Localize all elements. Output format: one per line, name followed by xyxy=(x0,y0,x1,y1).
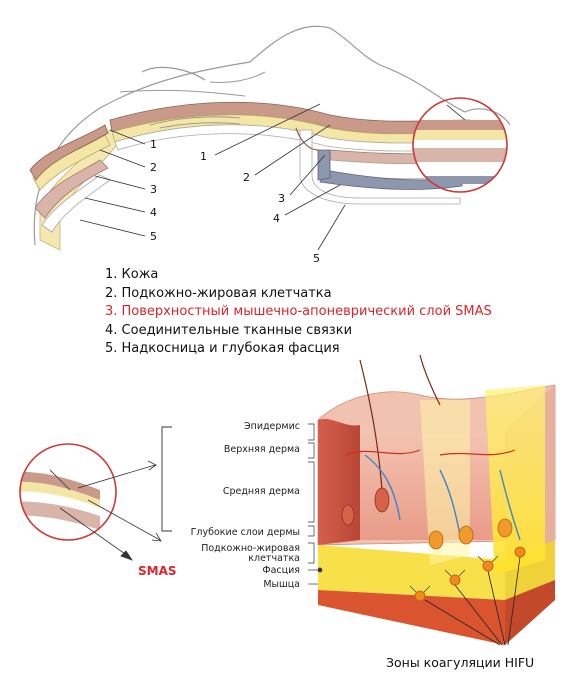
skin-cross-section xyxy=(317,354,556,645)
muscle-layer-front xyxy=(318,590,505,645)
legend-item-3: 3. Поверхностный мышечно-апоневрический … xyxy=(105,304,492,319)
dermis-bracket xyxy=(161,426,172,532)
label-fascia: Фасция xyxy=(262,565,300,576)
legend-item-4: 4. Соединительные тканные связки xyxy=(105,322,353,338)
magnifier-circle-top xyxy=(412,97,508,193)
label-upper-dermis: Верхняя дерма xyxy=(224,444,300,455)
label-muscle: Мышца xyxy=(263,579,300,590)
hifu-caption-lines xyxy=(424,556,521,646)
callout-1-right: 1 xyxy=(200,150,207,163)
layer-smas-left xyxy=(34,159,109,219)
left-layer-stack xyxy=(29,124,129,251)
top-layer-band xyxy=(109,101,471,152)
layer-labels: Эпидермис Верхняя дерма Средняя дерма Гл… xyxy=(191,421,300,590)
epidermis-front xyxy=(318,418,360,545)
ligament-vertical xyxy=(317,149,331,181)
callout-5-left: 5 xyxy=(150,230,157,243)
smas-label: SMAS xyxy=(138,564,177,578)
callout-1-left: 1 xyxy=(150,138,157,151)
label-epidermis: Эпидермис xyxy=(244,421,300,432)
callout-4-right: 4 xyxy=(273,212,280,225)
label-subcutaneous-2: клетчатка xyxy=(248,553,300,564)
layer-skin-left xyxy=(29,124,109,181)
legend-item-1: 1. Кожа xyxy=(105,267,159,282)
head-outline xyxy=(33,25,511,246)
callout-2-left: 2 xyxy=(150,161,157,174)
callout-2-right: 2 xyxy=(243,171,250,184)
callout-4-left: 4 xyxy=(150,206,157,219)
top-callout-numbers: 1 2 3 4 5 1 2 3 4 5 xyxy=(150,138,320,265)
callout-3-right: 3 xyxy=(278,192,285,205)
layer-legend: 1. Кожа 2. Подкожно-жировая клетчатка 3.… xyxy=(105,266,492,359)
legend-item-5: 5. Надкосница и глубокая фасция xyxy=(105,341,340,356)
ligament-band xyxy=(319,169,463,190)
label-deep-dermis: Глубокие слои дермы xyxy=(191,527,300,538)
head-profile-diagram: 1 2 3 4 5 1 2 3 4 5 xyxy=(29,25,511,265)
layer-brackets xyxy=(308,423,323,585)
callout-5-right: 5 xyxy=(313,252,320,265)
legend-item-2: 2. Подкожно-жировая клетчатка xyxy=(105,285,332,301)
callout-3-left: 3 xyxy=(150,183,157,196)
label-middle-dermis: Средняя дерма xyxy=(223,486,300,497)
magnifier-circle-bottom: SMAS xyxy=(19,443,177,578)
label-subcutaneous-1: Подкожно-жировая xyxy=(201,543,300,554)
fat-layer-front xyxy=(318,545,505,600)
top-callouts xyxy=(79,103,346,251)
hifu-caption: Зоны коагуляции HIFU xyxy=(386,655,534,670)
ear-outline xyxy=(141,66,206,81)
